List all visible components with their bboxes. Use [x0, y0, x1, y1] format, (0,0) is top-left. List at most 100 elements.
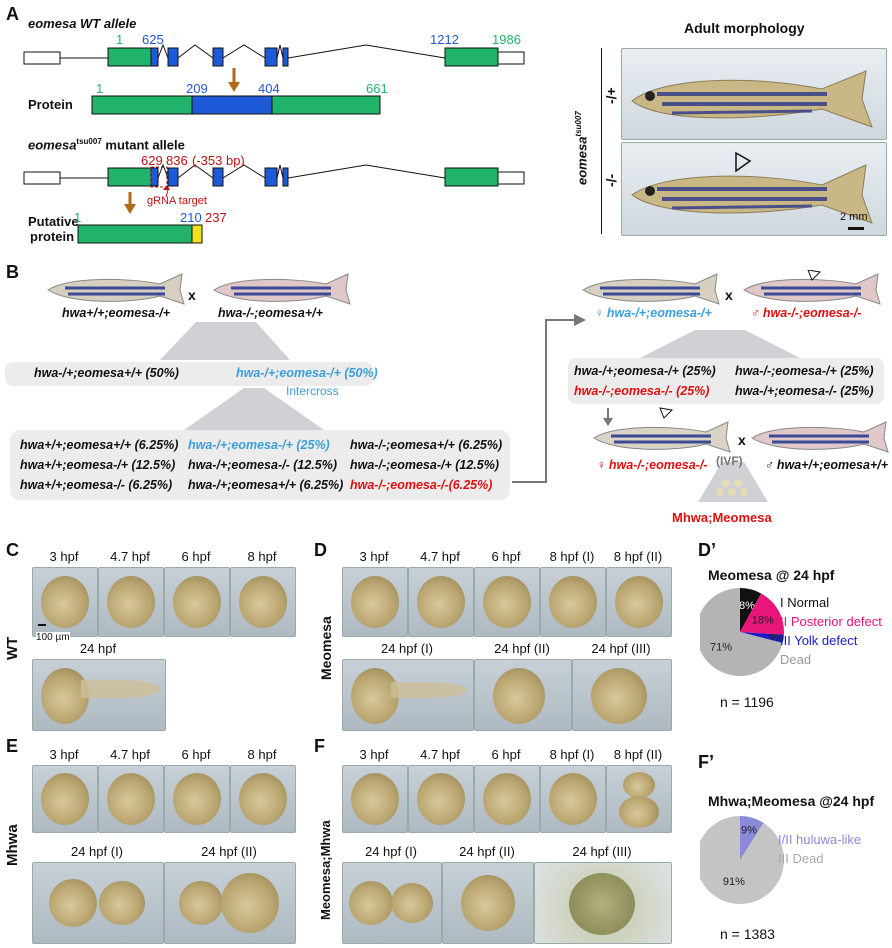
embryo-photo — [164, 765, 230, 833]
embryo-photo — [230, 567, 296, 637]
time-label: 4.7 hpf — [420, 549, 460, 564]
protein-label: Protein — [28, 97, 73, 112]
pie-slice-label: 9% — [741, 824, 757, 836]
pie-slice — [740, 816, 764, 860]
fish-ivf-female — [593, 407, 731, 453]
embryo-24hpf-photo — [32, 862, 164, 944]
embryo-photo — [408, 567, 474, 637]
putative-num-1: 1 — [74, 210, 82, 225]
ivf-male-genotype: ♂ hwa+/+;eomesa+/+ — [764, 458, 889, 472]
embryo-24hpf-photo — [442, 862, 534, 944]
panel-label-f: F — [314, 736, 325, 756]
ivf-result-label: Mhwa;Meomesa — [672, 510, 772, 525]
time-label: 3 hpf — [49, 549, 79, 564]
cross-x-2: x — [725, 287, 733, 303]
legend-dead: Dead — [780, 652, 812, 667]
adult-genotype-label: eomesatsu007 — [574, 111, 590, 185]
embryo-24hpf-photo — [534, 862, 672, 944]
time-label: 3 hpf — [359, 747, 389, 762]
pie-slice — [740, 632, 784, 643]
panel-label-e: E — [6, 736, 19, 756]
putative-num-210: 210 — [180, 210, 202, 225]
time-label: 8 hpf (I) — [549, 747, 595, 762]
panel-label-d: D — [314, 540, 327, 560]
time-label: 24 hpf (II) — [494, 641, 550, 656]
p1-right-genotype: hwa-/-;eomesa+/+ — [218, 306, 323, 320]
mut-num-629: 629 — [141, 153, 163, 168]
mut-num-836: 836 — [166, 153, 188, 168]
adult-hom-photo: 2 mm — [621, 142, 887, 236]
ivf-label: (IVF) — [716, 454, 743, 468]
r-offspring-genotype: hwa-/-;eomesa-/+ (25%) — [735, 364, 874, 378]
f2-genotype: hwa-/+;eomesa+/+ (6.25%) — [188, 478, 344, 492]
legend-dead: III Dead — [778, 851, 824, 866]
protein-num-661: 661 — [366, 81, 388, 96]
side-label-wt: WT — [4, 636, 21, 660]
embryo-photo — [32, 567, 98, 637]
time-label: 4.7 hpf — [110, 747, 150, 762]
f2-genotype: hwa-/+;eomesa-/- (12.5%) — [188, 458, 338, 472]
embryo-photo — [540, 567, 606, 637]
panel-label-dprime: D’ — [698, 540, 716, 560]
adult-het-photo — [621, 48, 887, 140]
pie-slice — [700, 816, 784, 904]
time-label: 24 hpf (III) — [572, 844, 632, 859]
side-label-meomesa: Meomesa — [318, 616, 334, 680]
r-offspring-genotype: hwa-/+;eomesa-/- (25%) — [735, 384, 874, 398]
embryo-24hpf-photo — [164, 862, 296, 944]
embryo-photo — [606, 765, 672, 833]
pie-slice-label: 91% — [723, 876, 745, 888]
pie-slice — [700, 588, 783, 676]
f1-genotype-a: hwa-/+;eomesa+/+ (50%) — [34, 366, 179, 380]
dprime-pie-chart: 8%18%3%71% — [700, 588, 784, 676]
pie-slice — [740, 593, 784, 635]
fish-p1-right — [213, 273, 351, 305]
time-label: 4.7 hpf — [110, 549, 150, 564]
fprime-n: n = 1383 — [720, 926, 775, 942]
f2-genotype: hwa+/+;eomesa+/+ (6.25%) — [20, 438, 179, 452]
wt-num-1986: 1986 — [492, 32, 521, 47]
dprime-chart-title: Meomesa @ 24 hpf — [708, 567, 835, 583]
embryo-24hpf-photo — [572, 659, 672, 731]
pie-slice-label: 8% — [739, 600, 755, 612]
time-label: 8 hpf — [247, 549, 277, 564]
wt-num-1: 1 — [116, 32, 124, 47]
embryo-photo — [98, 567, 164, 637]
time-label: 24 hpf (I) — [70, 844, 124, 859]
r-offspring-genotype: hwa-/-;eomesa-/- (25%) — [574, 384, 710, 398]
cross-x-1: x — [188, 287, 196, 303]
time-label: 8 hpf (II) — [613, 747, 663, 762]
f2-genotype: hwa-/+;eomesa-/+ (25%) — [188, 438, 330, 452]
geno-hom-label: -/- — [603, 173, 619, 187]
time-label: 24 hpf (I) — [380, 641, 434, 656]
adult-morphology-title: Adult morphology — [684, 20, 805, 36]
fish-r-right — [743, 270, 881, 305]
ivf-female-genotype: ♀ hwa-/-;eomesa-/- — [596, 458, 708, 472]
embryo-photo — [342, 567, 408, 637]
adult-divider — [601, 48, 602, 234]
f2-genotype: hwa-/-;eomesa+/+ (6.25%) — [350, 438, 503, 452]
protein-num-1: 1 — [96, 81, 104, 96]
embryo-photo — [474, 765, 540, 833]
r-male-genotype: ♂ hwa-/-;eomesa-/- — [750, 306, 862, 320]
legend-normal: I Normal — [780, 595, 830, 610]
protein-num-404: 404 — [258, 81, 280, 96]
geno-het-label: -/+ — [603, 87, 619, 104]
embryo-24hpf-photo — [32, 659, 166, 731]
f2-genotype: hwa+/+;eomesa-/+ (12.5%) — [20, 458, 176, 472]
fish-r-left — [582, 273, 720, 305]
fprime-chart-title: Mhwa;Meomesa @24 hpf — [708, 793, 875, 809]
embryo-photo — [540, 765, 606, 833]
panel-label-b: B — [6, 262, 19, 282]
r-female-genotype: ♀ hwa-/+;eomesa-/+ — [594, 306, 712, 320]
legend-posterior-defect: II Posterior defect — [780, 614, 882, 629]
time-label: 24 hpf (III) — [591, 641, 651, 656]
fish-p1-left — [47, 273, 185, 305]
f1-genotype-b: hwa-/+;eomesa-/+ (50%) — [236, 366, 378, 380]
wt-num-625: 625 — [142, 32, 164, 47]
mut-deletion: (-353 bp) — [192, 153, 245, 168]
putative-label-2: protein — [30, 229, 75, 244]
legend-yolk-defect: III Yolk defect — [780, 633, 858, 648]
embryo-photo — [474, 567, 540, 637]
panel-label-c: C — [6, 540, 19, 560]
